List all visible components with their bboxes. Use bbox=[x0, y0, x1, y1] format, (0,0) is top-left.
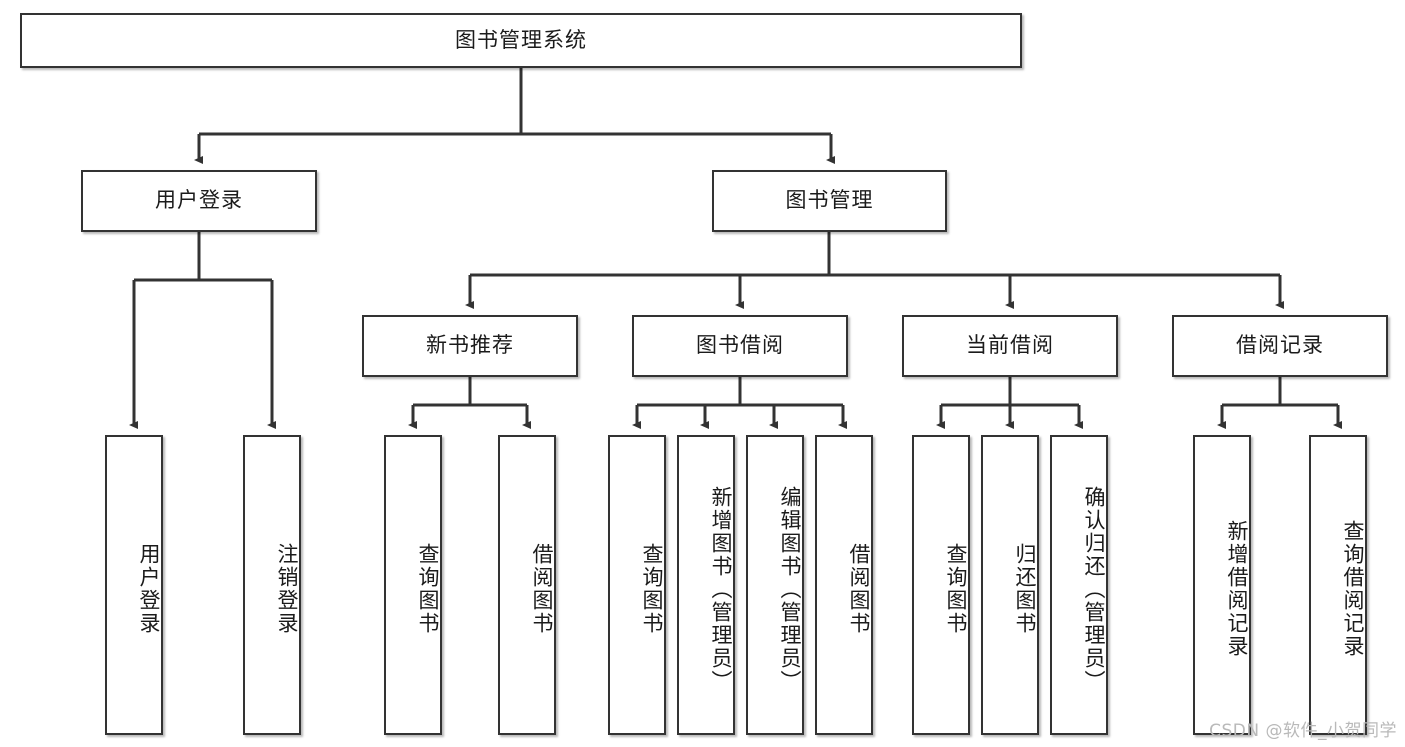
leaf-borrow-book-2[interactable]: 借阅图书 bbox=[815, 435, 873, 735]
node-label: 查询图书 bbox=[944, 543, 968, 635]
leaf-query-book-1[interactable]: 查询图书 bbox=[384, 435, 442, 735]
node-borrow-record[interactable]: 借阅记录 bbox=[1172, 315, 1388, 377]
leaf-query-record[interactable]: 查询借阅记录 bbox=[1309, 435, 1367, 735]
node-label: 查询图书 bbox=[640, 543, 664, 635]
leaf-user-login[interactable]: 用户登录 bbox=[105, 435, 163, 735]
node-label: 图书借阅 bbox=[696, 333, 784, 358]
node-label: 用户登录 bbox=[137, 543, 161, 635]
leaf-borrow-book-1[interactable]: 借阅图书 bbox=[498, 435, 556, 735]
csdn-watermark: CSDN @软件_小贺同学 bbox=[1209, 721, 1397, 741]
node-label: 借阅图书 bbox=[847, 543, 871, 635]
leaf-edit-book[interactable]: 编辑图书（管理员） bbox=[746, 435, 804, 735]
node-book-manage[interactable]: 图书管理 bbox=[712, 170, 947, 232]
node-label: 图书管理 bbox=[785, 188, 874, 213]
node-root-system[interactable]: 图书管理系统 bbox=[20, 13, 1022, 68]
leaf-return-book[interactable]: 归还图书 bbox=[981, 435, 1039, 735]
node-label: 图书管理系统 bbox=[455, 27, 587, 52]
leaf-query-book-3[interactable]: 查询图书 bbox=[912, 435, 970, 735]
node-label: 借阅图书 bbox=[530, 543, 554, 635]
leaf-logout-login[interactable]: 注销登录 bbox=[243, 435, 301, 735]
node-label: 查询图书 bbox=[416, 543, 440, 635]
node-book-borrow[interactable]: 图书借阅 bbox=[632, 315, 848, 377]
leaf-confirm-return[interactable]: 确认归还（管理员） bbox=[1050, 435, 1108, 735]
node-label: 注销登录 bbox=[275, 543, 299, 635]
node-label: 当前借阅 bbox=[966, 333, 1054, 358]
leaf-add-record[interactable]: 新增借阅记录 bbox=[1193, 435, 1251, 735]
node-label: 编辑图书（管理员） bbox=[778, 485, 802, 693]
node-label: 新增借阅记录 bbox=[1225, 520, 1249, 658]
node-label: 新书推荐 bbox=[426, 333, 514, 358]
leaf-add-book[interactable]: 新增图书（管理员） bbox=[677, 435, 735, 735]
node-label: 查询借阅记录 bbox=[1341, 520, 1365, 658]
node-user-login[interactable]: 用户登录 bbox=[81, 170, 317, 232]
node-label: 用户登录 bbox=[155, 188, 243, 213]
node-label: 确认归还（管理员） bbox=[1082, 485, 1106, 693]
leaf-query-book-2[interactable]: 查询图书 bbox=[608, 435, 666, 735]
node-label: 归还图书 bbox=[1013, 543, 1037, 635]
node-current-borrow[interactable]: 当前借阅 bbox=[902, 315, 1118, 377]
node-label: 借阅记录 bbox=[1236, 333, 1324, 358]
node-new-book-rec[interactable]: 新书推荐 bbox=[362, 315, 578, 377]
node-label: 新增图书（管理员） bbox=[709, 485, 733, 693]
